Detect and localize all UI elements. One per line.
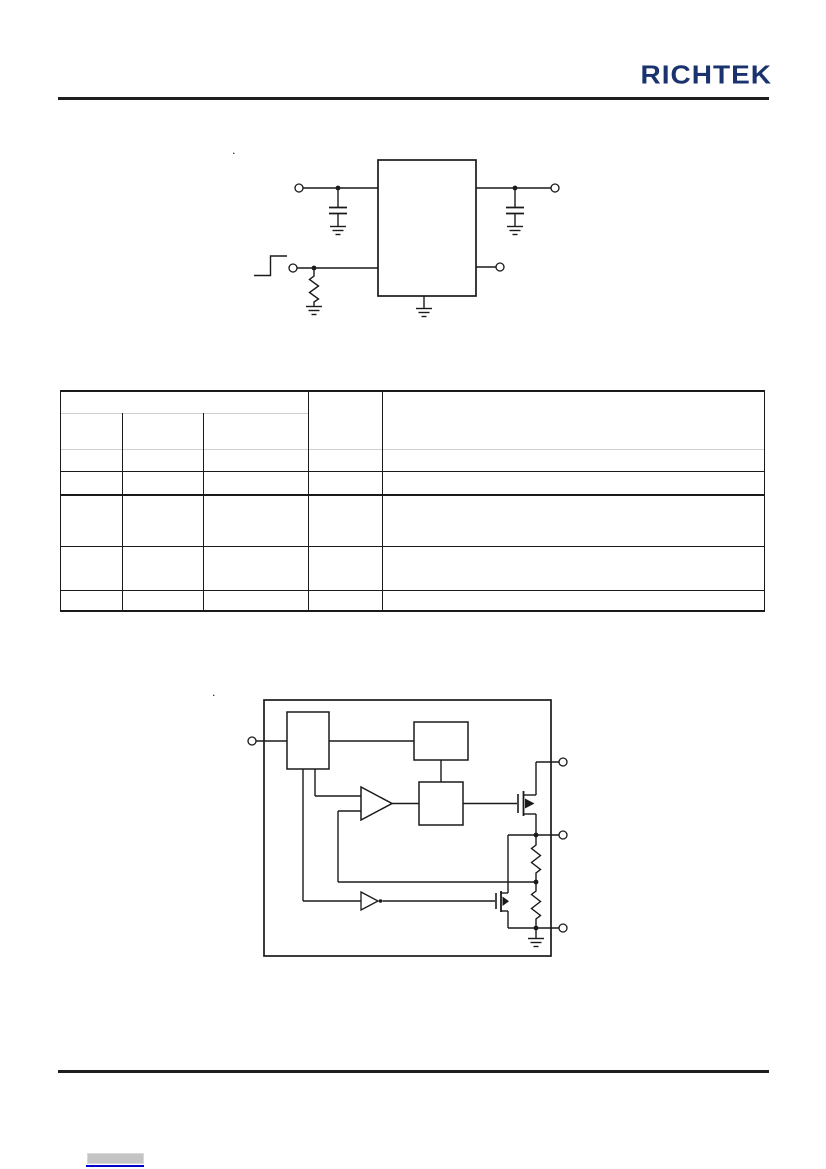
inverter [360,890,380,912]
ground-symbol [507,225,523,236]
pin-description-table [60,390,765,612]
stray-period-top: . [232,144,236,157]
junction-dot [533,879,539,885]
table-grid-line [60,546,765,547]
input-terminal [294,183,304,193]
table-grid-line [60,610,765,612]
upper-block [413,721,469,761]
table-grid-line [203,413,204,612]
junction-dot [533,925,539,931]
pass-pmos [517,791,536,816]
feedback-resistor-lower [530,882,542,928]
ground-symbol [306,305,322,316]
footer-rule [58,1070,769,1073]
pulldown-resistor [308,268,320,306]
table-grid-line [122,413,123,612]
table-grid-line [60,449,765,450]
error-amplifier [360,785,394,822]
table-grid-line [60,494,765,496]
discharge-nmos [495,891,509,912]
table-grid-line [60,413,308,414]
driver-block [418,781,464,826]
table-grid-line [308,390,309,612]
ground-symbol [528,937,544,948]
output-terminal [550,183,560,193]
footer-doc-link-underline[interactable] [86,1165,144,1167]
right-lower-terminal [495,262,505,272]
table-grid-line [764,390,765,612]
function-block-diagram [247,699,568,957]
table-grid-line [60,390,61,612]
block-input-terminal [247,736,257,746]
input-block [286,711,330,770]
ground-symbol [416,307,432,318]
chip-outline [263,699,552,957]
junction-dot [311,265,317,271]
junction-dot [335,185,341,191]
output-capacitor [506,188,524,226]
table-grid-line [60,471,765,472]
gnd-terminal [558,923,568,933]
enable-terminal [288,263,298,273]
junction-dot [533,832,539,838]
ground-symbol [330,225,346,236]
header-rule [58,97,769,100]
inverter-bubble [378,899,383,903]
table-grid-line [60,390,765,392]
junction-dot [512,185,518,191]
vin-terminal [558,757,568,767]
ic-outline [377,159,477,297]
typical-application-circuit [254,159,560,318]
stray-period-bottom: . [212,686,216,699]
input-capacitor [329,188,347,226]
footer-doc-link-highlight[interactable] [87,1153,144,1164]
richtek-logo: RICHTEK [640,60,772,89]
table-grid-line [382,390,383,612]
table-grid-line [60,590,765,591]
step-signal-symbol [254,255,287,277]
vout-terminal [558,830,568,840]
feedback-resistor-upper [530,835,542,882]
